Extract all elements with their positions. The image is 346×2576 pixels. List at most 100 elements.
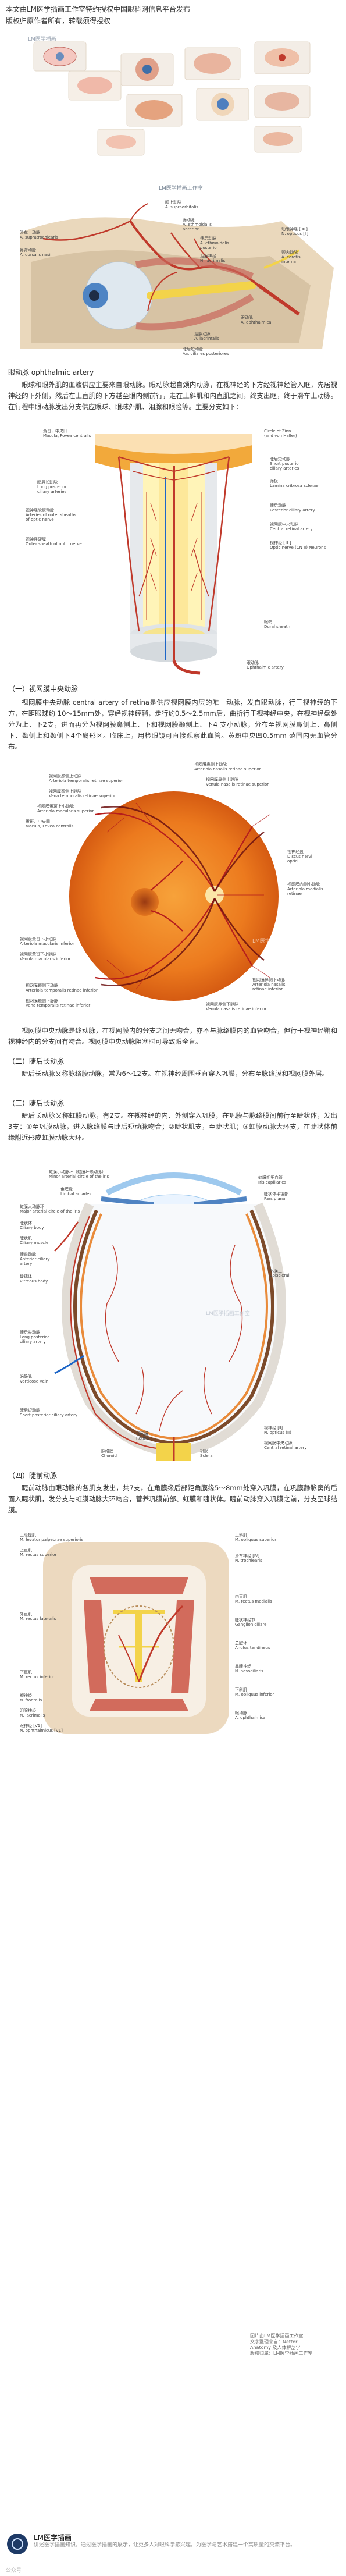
paragraph-long-posterior: 睫后长动脉又称虹膜动脉，有2支。在视神经的内、外侧穿入巩膜，在巩膜与脉络膜间前行… <box>8 1111 337 1142</box>
label-short-posterior-ciliary: 睫后短动脉 Aa. ciliares posteriores <box>183 347 229 356</box>
label-annulus: 总腱环 Anulus tendineus <box>235 1641 270 1650</box>
intro-line-1: 本文由LM医学插画工作室特约授权中国眼科网信息平台发布 <box>6 5 191 13</box>
label-inferior-oblique: 下斜肌 M. obliquus inferior <box>235 1687 274 1697</box>
orbit-arteries-svg <box>20 203 334 349</box>
label-long-posterior-ciliary: 睫后长动脉 Long posterior ciliary arteries <box>37 480 67 494</box>
label-medial-arteriole: 视网膜内侧小动脉 Arteriola medialis retinae <box>287 882 323 896</box>
collage-logo-watermark: LM医学插画 <box>28 37 56 42</box>
label-lamina-cribrosa: 筛板 Lamina cribrosa sclerae <box>270 479 319 488</box>
label-lacrimal-nerve: 泪腺神经 N. lacrimalis <box>200 254 226 263</box>
collage-tiles <box>33 41 311 156</box>
author-avatar[interactable] <box>7 2534 28 2554</box>
credit-line-3: Anatomy 及人体解剖学 <box>250 2345 301 2350</box>
figure-fundus: 视网膜鼻侧上动脉 Arteriola nasalis retinae super… <box>8 762 340 1018</box>
label-n-lacrimalis: 泪腺神经 N. lacrimalis <box>20 1708 45 1718</box>
label-iris-capillaries: 虹膜毛细血管 Iris capillaries <box>258 1175 287 1185</box>
fundus-svg <box>69 791 279 1001</box>
label-nasociliary: 鼻睫神经 N. nasociliaris <box>235 1664 263 1673</box>
label-oculomotor: 动眼神经 [ Ⅲ ] N. opticus [Ⅱ] <box>281 227 309 236</box>
follow-label: 公众号 <box>6 2568 22 2574</box>
figure-eye-section: 虹膜小动脉环（虹膜环缘动脉） Minor arterial circle of … <box>8 1158 340 1461</box>
paragraph-central-retinal-1: 视网膜中央动脉 central artery of retina是供应视网膜内层… <box>8 698 337 751</box>
label-ophthalmic-artery: 眼动脉 A. ophthalmica <box>241 315 272 325</box>
paragraph-ophthalmic: 眼球和眼外肌的血液供应主要来自眼动脉。眼动脉起自颈内动脉，在视神经的下方经视神经… <box>8 381 337 411</box>
label-macular-inf-venule: 视网膜黄斑下小静脉 Venula macularis inferior <box>20 952 71 961</box>
credit-line-2: 文字整理来自：Netter <box>250 2339 298 2344</box>
label-superior-rectus: 上直肌 M. rectus superior <box>20 1548 57 1557</box>
label-limbal-arcades: 角膜缘 Limbal arcades <box>60 1187 92 1196</box>
label-circle-of-zinn: Circle of Zinn (and von Haller) <box>264 429 297 438</box>
section-title-anterior-ciliary: （四）睫前动脉 <box>8 1472 58 1480</box>
label-short-posterior-ciliary-3: 睫后短动脉 Short posterior ciliary artery <box>20 1408 78 1417</box>
eye-section-watermark: LM医学插画工作室 <box>206 1311 250 1317</box>
label-macular-sup-arteriole: 视网膜黄斑上小动脉 Arteriola macularis superior <box>37 804 94 813</box>
label-sup-nasal-artery: 视网膜鼻侧上动脉 Arteriola nasalis retinae super… <box>194 762 261 772</box>
label-retina: 视网膜 Retina <box>136 1431 149 1441</box>
section-title-central-retinal: （一）视网膜中央动脉 <box>8 685 79 693</box>
label-anterior-ciliary-artery: 睫前动脉 Anterior ciliary artery <box>20 1252 50 1266</box>
label-long-posterior-ciliary-2: 睫后长动脉 Long posterior ciliary artery <box>20 1330 49 1344</box>
label-post-ethmoidal: 筛后动脉 A. ethmoidalis posterior <box>200 236 229 250</box>
label-medial-rectus: 内直肌 M. rectus medialis <box>235 1594 272 1604</box>
label-vitreous-body: 玻璃体 Vitreous body <box>20 1274 48 1284</box>
label-internal-carotid: 颈内动脉 A. carotis interna <box>281 250 301 264</box>
label-inf-nasal-vein: 视网膜鼻侧下静脉 Venula nasalis retinae inferior <box>206 1002 267 1011</box>
label-lacrimal-artery: 泪腺动脉 A. lacrimalis <box>194 332 219 341</box>
collage-studio-caption: LM医学插画工作室 <box>159 186 203 191</box>
paragraph-central-retinal-2: 视网膜中央动脉是终动脉，在视网膜内的分支之间无吻合，亦不与脉络膜内的血管吻合，但… <box>8 1026 337 1046</box>
credit-line-1: 图片由LM医学插画工作室 <box>250 2333 304 2339</box>
label-macular-inf-arteriole: 视网膜黄斑下小动脉 Arteriola macularis inferior <box>20 937 74 946</box>
figure-optic-nerve-supply: 黄斑，中央凹 Macula, Fovea centralis Circle of… <box>8 422 340 675</box>
label-ethmoidal: 筛动脉 A. ethmoidalis anterior <box>183 218 212 232</box>
label-pars-plana: 睫状体平坦部 Pars plana <box>264 1192 288 1201</box>
label-dural-sheath: 眼鞘 Dural sheath <box>264 620 291 629</box>
label-macula-fovea-2: 黄斑，中央凹 Macula, Fovea centralis <box>26 819 74 829</box>
paragraph-anterior-ciliary: 睫前动脉由眼动脉的各肌支发出，共7支，在角膜缘后部距角膜缘5～8mm处穿入巩膜，… <box>8 1484 337 1514</box>
label-n-frontalis: 额神经 N. frontalis <box>20 1693 42 1703</box>
label-vorticose-vein: 涡静脉 Vorticose vein <box>20 1374 49 1384</box>
figure-orbit-arteries: 眶上动脉 A. supraorbitalis 筛动脉 A. ethmoidali… <box>8 198 340 361</box>
author-card[interactable]: LM医学插画 讲述医学插画知识，通过医学插画的展示，让更多人对眼科学感兴趣。为医… <box>7 2531 339 2560</box>
eye-section-svg <box>54 1172 286 1461</box>
label-inferior-rectus: 下直肌 M. rectus inferior <box>20 1670 55 1679</box>
label-sup-temporal-artery: 视网膜颞侧上动脉 Arteriola temporalis retinae su… <box>49 774 123 783</box>
label-ciliary-body: 睫状体 Ciliary body <box>20 1221 44 1230</box>
credit-note: 图片由LM医学插画工作室 文字整理来自：Netter Anatomy 及人体解剖… <box>250 2333 312 2357</box>
figure-orbit-overview: LM医学插画 LM医学插画工作室 <box>10 30 336 199</box>
figure-orbit-apex: 上睑提肌 M. levator palpebrae superioris 上直肌… <box>8 1530 340 1740</box>
orbit-collage-svg <box>33 41 311 156</box>
label-short-posterior-ciliary-2: 睫后短动脉 Short posterior ciliary arteries <box>270 457 301 471</box>
label-supraorbital: 眶上动脉 A. supraorbitalis <box>165 200 198 209</box>
label-dorsal-nasal: 鼻背动脉 A. dorsalis nasi <box>20 248 51 257</box>
label-central-retinal-artery: 视网膜中央动脉 Central retinal artery <box>270 522 313 531</box>
section-title-ophthalmic: 眼动脉 ophthalmic artery <box>8 368 94 376</box>
section-title-long-posterior: （三）睫后长动脉 <box>8 1099 65 1107</box>
fundus-watermark: LM医学插画工作室 <box>252 939 297 944</box>
label-optic-nerve: 视神经 [ Ⅱ ] Optic nerve (CN II) Neurons <box>270 541 326 550</box>
label-pial-arteries: 视神经软膜动脉 Arteries of outer sheaths of opt… <box>26 508 77 522</box>
paragraph-short-posterior: 睫后长动脉又称脉络膜动脉，常为6～12支。在视神经周围垂直穿入巩膜，分布至脉络膜… <box>22 1070 329 1078</box>
label-central-retinal-artery-2: 视网膜中央动脉 Central retinal artery <box>264 1441 307 1450</box>
author-name[interactable]: LM医学插画 <box>34 2534 72 2542</box>
label-optic-nerve-2: 视神经 [Ⅱ] N. opticus (II) <box>264 1426 291 1435</box>
label-trochlear-nerve: 滑车神经 [Ⅳ] N. trochlearis <box>235 1554 262 1563</box>
label-ciliary-muscle: 睫状肌 Ciliary muscle <box>20 1236 49 1245</box>
label-dural-outer-sheath: 视神经硬膜 Outer sheath of optic nerve <box>26 537 82 546</box>
author-description: 讲述医学插画知识，通过医学插画的展示，让更多人对眼科学感兴趣。为医学与艺术搭建一… <box>34 2542 296 2548</box>
label-inf-temporal-artery: 视网膜颞侧下动脉 Arteriola temporalis retinae in… <box>26 983 98 993</box>
label-ophthalmic-artery-2: 眼动脉 Ophthalmic artery <box>247 660 284 670</box>
article-intro: 本文由LM医学插画工作室特约授权中国眼科网信息平台发布 版权归原作者所有，转载须… <box>6 3 337 27</box>
label-sclera: 巩膜 Sclera <box>200 1449 213 1458</box>
optic-nerve-svg <box>95 434 252 675</box>
retinal-veins <box>101 806 265 986</box>
label-inf-temporal-vein: 视网膜颞侧下静脉 Vena temporalis retinae inferio… <box>26 999 91 1008</box>
label-superior-oblique: 上斜肌 M. obliquus superior <box>235 1533 277 1542</box>
label-sup-nasal-vein: 视网膜鼻侧上静脉 Venula nasalis retinae superior <box>206 777 269 787</box>
intro-line-2: 版权归原作者所有，转载须得授权 <box>6 17 111 25</box>
label-major-arterial-circle: 虹膜大动脉环 Major arterial circle of the iris <box>20 1204 80 1214</box>
label-n-ophthalmicus: 眼神经 [Ⅴ1] N. ophthalmicus [V1] <box>20 1724 63 1733</box>
orbit-apex-svg <box>43 1542 229 1734</box>
section-title-short-posterior: （二）睫后长动脉 <box>8 1057 65 1065</box>
label-inf-nasal-artery: 视网膜鼻侧下动脉 Arteriola nasalis retinae infer… <box>252 978 286 992</box>
